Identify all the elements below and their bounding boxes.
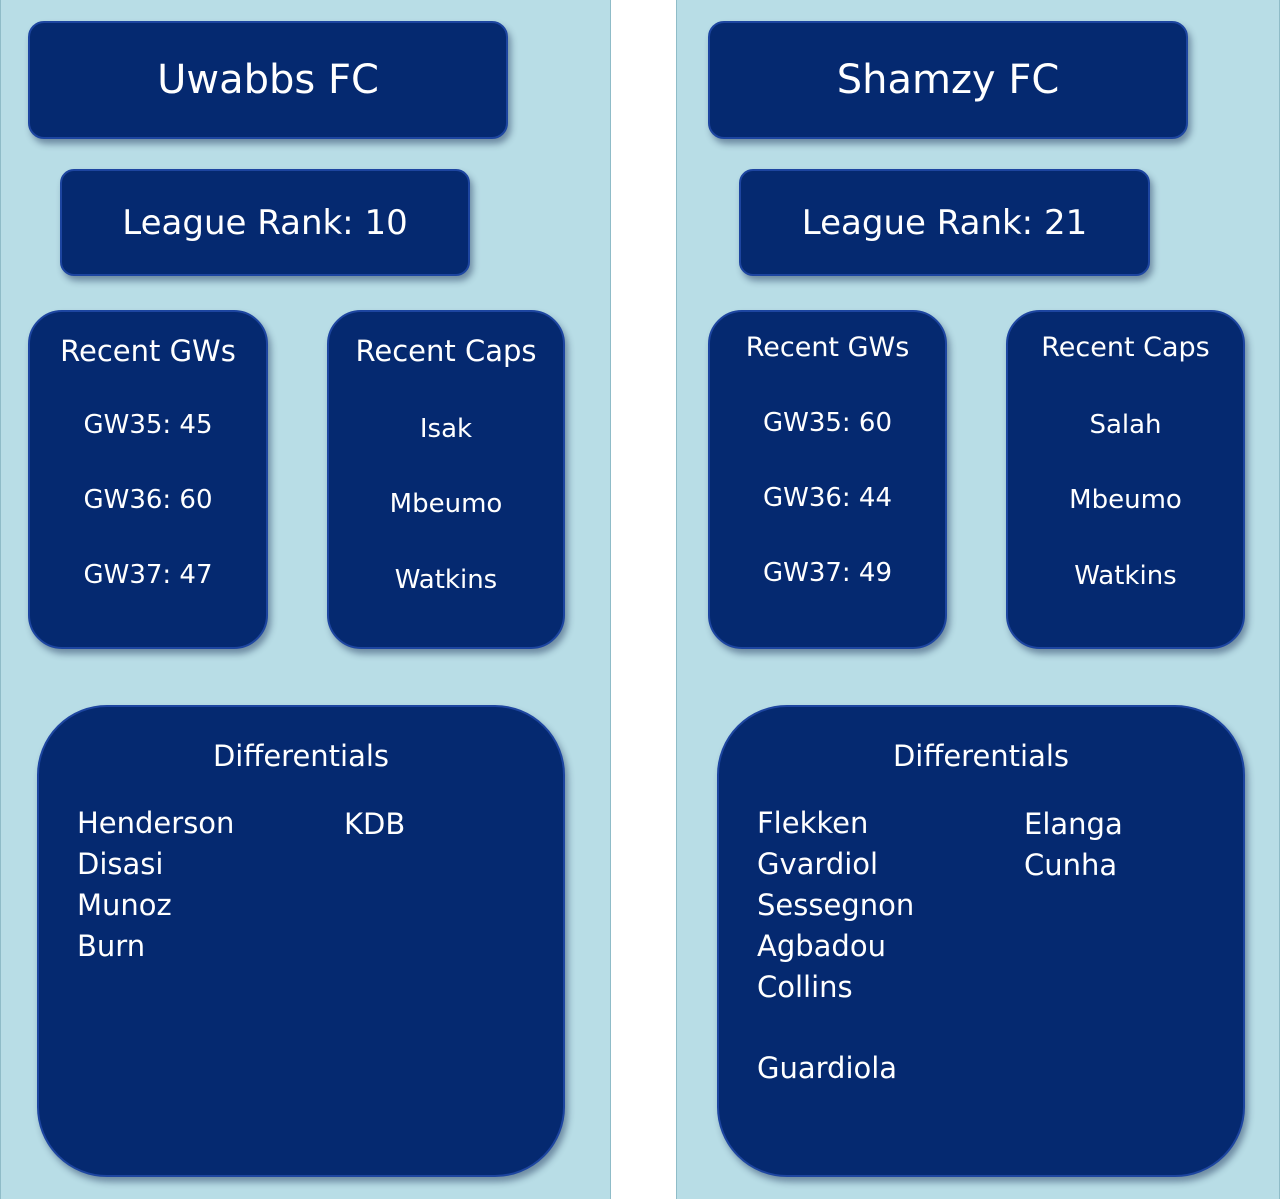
- gw-score: GW37: 47: [83, 560, 213, 590]
- differential-player: Agbadou: [757, 929, 886, 963]
- team-panel-shamzy: Shamzy FC League Rank: 21 Recent GWs GW3…: [676, 0, 1280, 1199]
- captain-name: Mbeumo: [1069, 485, 1182, 515]
- captain-name: Watkins: [1074, 561, 1177, 591]
- team-name: Uwabbs FC: [157, 57, 379, 103]
- differentials-box: Differentials Henderson Disasi Munoz Bur…: [37, 705, 565, 1177]
- recent-gws-box: Recent GWs GW35: 60 GW36: 44 GW37: 49: [708, 310, 947, 649]
- recent-gws-box: Recent GWs GW35: 45 GW36: 60 GW37: 47: [28, 310, 268, 649]
- differentials-column: Henderson Disasi Munoz Burn: [77, 803, 234, 967]
- recent-gws-title: Recent GWs: [745, 332, 910, 363]
- list-spacer: [757, 1008, 914, 1048]
- differential-player: Collins: [757, 970, 853, 1004]
- league-rank: League Rank: 10: [122, 202, 408, 243]
- differential-player: KDB: [344, 807, 406, 841]
- team-name: Shamzy FC: [836, 57, 1060, 103]
- differential-player: Gvardiol: [757, 847, 879, 881]
- captain-name: Mbeumo: [389, 489, 503, 519]
- differential-player: Cunha: [1024, 848, 1118, 882]
- recent-caps-title: Recent Caps: [1041, 332, 1210, 363]
- team-name-box: Shamzy FC: [708, 21, 1188, 139]
- captain-name: Salah: [1089, 410, 1162, 440]
- league-rank-box: League Rank: 10: [60, 169, 470, 276]
- gw-score: GW36: 60: [83, 485, 213, 515]
- differential-player: Guardiola: [757, 1051, 898, 1085]
- differential-player: Henderson: [77, 806, 235, 840]
- gw-score: GW35: 45: [83, 410, 213, 440]
- league-rank: League Rank: 21: [801, 202, 1088, 243]
- differentials-title: Differentials: [892, 739, 1070, 773]
- recent-gws-title: Recent GWs: [60, 334, 236, 368]
- captain-name: Isak: [419, 414, 473, 444]
- recent-caps-box: Recent Caps Salah Mbeumo Watkins: [1006, 310, 1245, 649]
- recent-caps-title: Recent Caps: [355, 334, 537, 368]
- differential-player: Elanga: [1024, 807, 1123, 841]
- differential-player: Munoz: [77, 888, 172, 922]
- differentials-column: Flekken Gvardiol Sessegnon Agbadou Colli…: [757, 803, 914, 1089]
- differential-player: Sessegnon: [757, 888, 915, 922]
- recent-caps-box: Recent Caps Isak Mbeumo Watkins: [327, 310, 565, 649]
- team-panel-uwabbs: Uwabbs FC League Rank: 10 Recent GWs GW3…: [0, 0, 611, 1199]
- league-rank-box: League Rank: 21: [739, 169, 1150, 276]
- differentials-column: Elanga Cunha: [1024, 804, 1123, 886]
- differential-player: Flekken: [757, 806, 869, 840]
- team-name-box: Uwabbs FC: [28, 21, 508, 139]
- gw-score: GW35: 60: [762, 408, 893, 438]
- differentials-title: Differentials: [212, 739, 390, 773]
- gw-score: GW36: 44: [762, 483, 893, 513]
- differential-player: Disasi: [77, 847, 164, 881]
- gw-score: GW37: 49: [762, 558, 893, 588]
- captain-name: Watkins: [394, 565, 498, 595]
- differentials-column: KDB: [344, 804, 405, 845]
- differentials-box: Differentials Flekken Gvardiol Sessegnon…: [717, 705, 1245, 1177]
- differential-player: Burn: [77, 929, 146, 963]
